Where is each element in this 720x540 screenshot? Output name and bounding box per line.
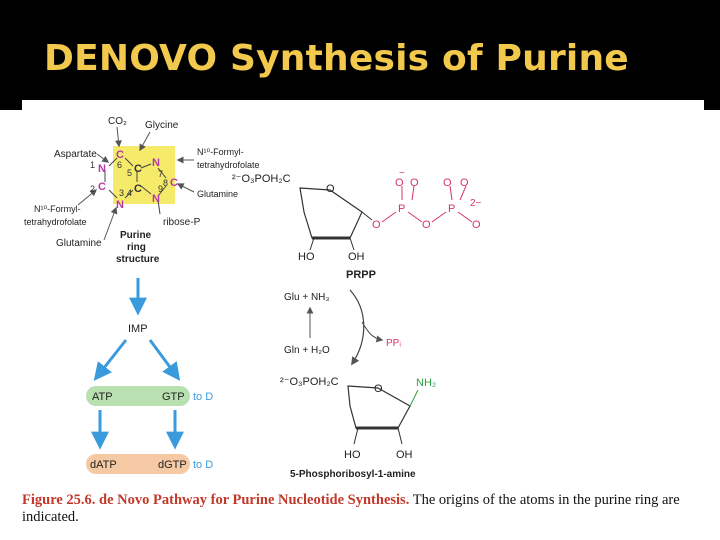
aspartate-label: Aspartate (54, 149, 97, 160)
ring-atom-numbers: 6 1 5 7 8 4 2 3 9 (90, 160, 168, 198)
atp-label: ATP (92, 391, 113, 403)
purine-ring-diagram: CO₂ Glycine Aspartate N¹⁰-Formyl- tetrah… (24, 116, 260, 265)
purine-ring-label-line-2: ring (127, 242, 146, 253)
pyrophosphate (381, 185, 473, 223)
pra-ring-oxygen: O (374, 383, 383, 395)
atom-n3: N (116, 199, 124, 211)
pra-ho: HO (344, 449, 361, 461)
purine-ring-label-line-3: structure (116, 254, 160, 265)
prpp-ho: HO (298, 251, 315, 263)
prpp-oxygen-top-2: O (410, 177, 419, 189)
atom-number-4: 4 (127, 188, 132, 198)
formyl-top-label-1: N¹⁰-Formyl- (197, 147, 244, 157)
glu-nh3-label: Glu + NH₃ (284, 292, 329, 303)
title-bar (0, 0, 720, 110)
prpp-oxygen-bridge: O (422, 219, 431, 231)
reaction-ppi-arrow (361, 321, 384, 343)
atom-number-9: 9 (158, 184, 163, 194)
atom-n9: N (152, 193, 160, 205)
prpp-oxygen-end: O (472, 219, 481, 231)
amidotransfer-reaction: Glu + NH₃ Gln + H₂O PPᵢ (284, 289, 401, 366)
prpp-phosphorus-1: P (398, 203, 405, 215)
prpp-ring-oxygen: O (326, 183, 335, 195)
datp-dgtp-box (86, 454, 190, 474)
prpp-minus-sign: − (399, 168, 405, 179)
imp-label: IMP (128, 323, 148, 335)
figure-caption: Figure 25.6. de Novo Pathway for Purine … (22, 492, 708, 526)
prpp-oxygen-top-1: O (395, 177, 404, 189)
prpp-oxygen-top-4: O (460, 177, 469, 189)
prpp-link-oxygen: O (372, 219, 381, 231)
atom-c6: C (116, 149, 124, 161)
slide-title: DENOVO Synthesis of Purine (44, 38, 629, 79)
atom-number-7: 7 (158, 169, 163, 179)
atp-gtp-box (86, 386, 190, 406)
atom-c5: C (134, 163, 142, 175)
atom-number-1: 1 (90, 160, 95, 170)
prpp-oh-bond (349, 237, 355, 251)
atom-number-2: 2 (90, 184, 95, 194)
pra-nh2-bond (409, 389, 419, 407)
atom-number-3: 3 (119, 188, 124, 198)
ring-atoms: C N C N C C C N N (98, 149, 178, 211)
prpp-oxygen-top-3: O (443, 177, 452, 189)
atom-number-5: 5 (127, 168, 132, 178)
figure-caption-label: Figure 25.6. de Novo Pathway for Purine … (22, 492, 410, 508)
glutamine-right-label: Glutamine (197, 189, 238, 199)
arrow-imp-to-atp (93, 339, 128, 381)
gln-h2o-label: Gln + H₂O (284, 345, 330, 356)
to-dna-label-1: to D (193, 391, 213, 403)
atom-c4: C (134, 183, 142, 195)
ring-highlight (113, 146, 175, 204)
prpp-name: PRPP (346, 269, 376, 281)
pra-oh-bond (397, 427, 403, 445)
formyl-top-label-2: tetrahydrofolate (197, 160, 260, 170)
glycine-label: Glycine (145, 120, 179, 131)
atom-c2: C (98, 181, 106, 193)
nucleotide-pathway: IMP ATP GTP to D dATP dGTP to D (86, 278, 213, 474)
atom-c8: C (170, 177, 178, 189)
co2-label: CO₂ (108, 116, 127, 127)
prpp-charge: 2− (470, 198, 482, 209)
formyl-left-label-1: N¹⁰-Formyl- (34, 204, 81, 214)
ppi-label: PPᵢ (386, 338, 401, 349)
prpp-link-bond (361, 211, 373, 221)
title-divider (22, 100, 704, 110)
to-dna-label-2: to D (193, 459, 213, 471)
prpp-oh: OH (348, 251, 365, 263)
formyl-left-label-2: tetrahydrofolate (24, 217, 87, 227)
atom-number-6: 6 (117, 160, 122, 170)
gtp-label: GTP (162, 391, 185, 403)
pra-oh: OH (396, 449, 413, 461)
atom-n1: N (98, 163, 106, 175)
source-arrows (77, 126, 195, 241)
glutamine-left-label: Glutamine (56, 238, 102, 249)
datp-label: dATP (90, 459, 117, 471)
prpp-ribose-ring (299, 187, 363, 239)
atom-number-8: 8 (163, 178, 168, 188)
prpp-ho-bond (309, 237, 315, 251)
purine-ring-label-line-1: Purine (120, 230, 152, 241)
atom-n7: N (152, 157, 160, 169)
ring-bonds (104, 157, 167, 215)
dgtp-label: dGTP (158, 459, 187, 471)
ribose-label: ribose-P (163, 217, 201, 228)
pra-nh2: NH₂ (416, 377, 436, 389)
prpp-structure: ²⁻O₃POH₂C O HO OH O P P O O − O O O O 2−… (232, 168, 482, 281)
prpp-phosphate-group: ²⁻O₃POH₂C (232, 173, 291, 185)
arrow-imp-to-gtp (148, 339, 181, 381)
reaction-main-arrow (349, 289, 365, 366)
pra-name: 5-Phosphoribosyl-1-amine (290, 469, 416, 480)
pra-phosphate-group: ²⁻O₃POH₂C (280, 376, 339, 388)
figure-caption-text: The origins of the atoms in the purine r… (22, 492, 680, 525)
pra-structure: ²⁻O₃POH₂C O NH₂ HO OH 5-Phosphoribosyl-1… (280, 376, 436, 480)
prpp-phosphorus-2: P (448, 203, 455, 215)
pra-ho-bond (353, 427, 359, 445)
